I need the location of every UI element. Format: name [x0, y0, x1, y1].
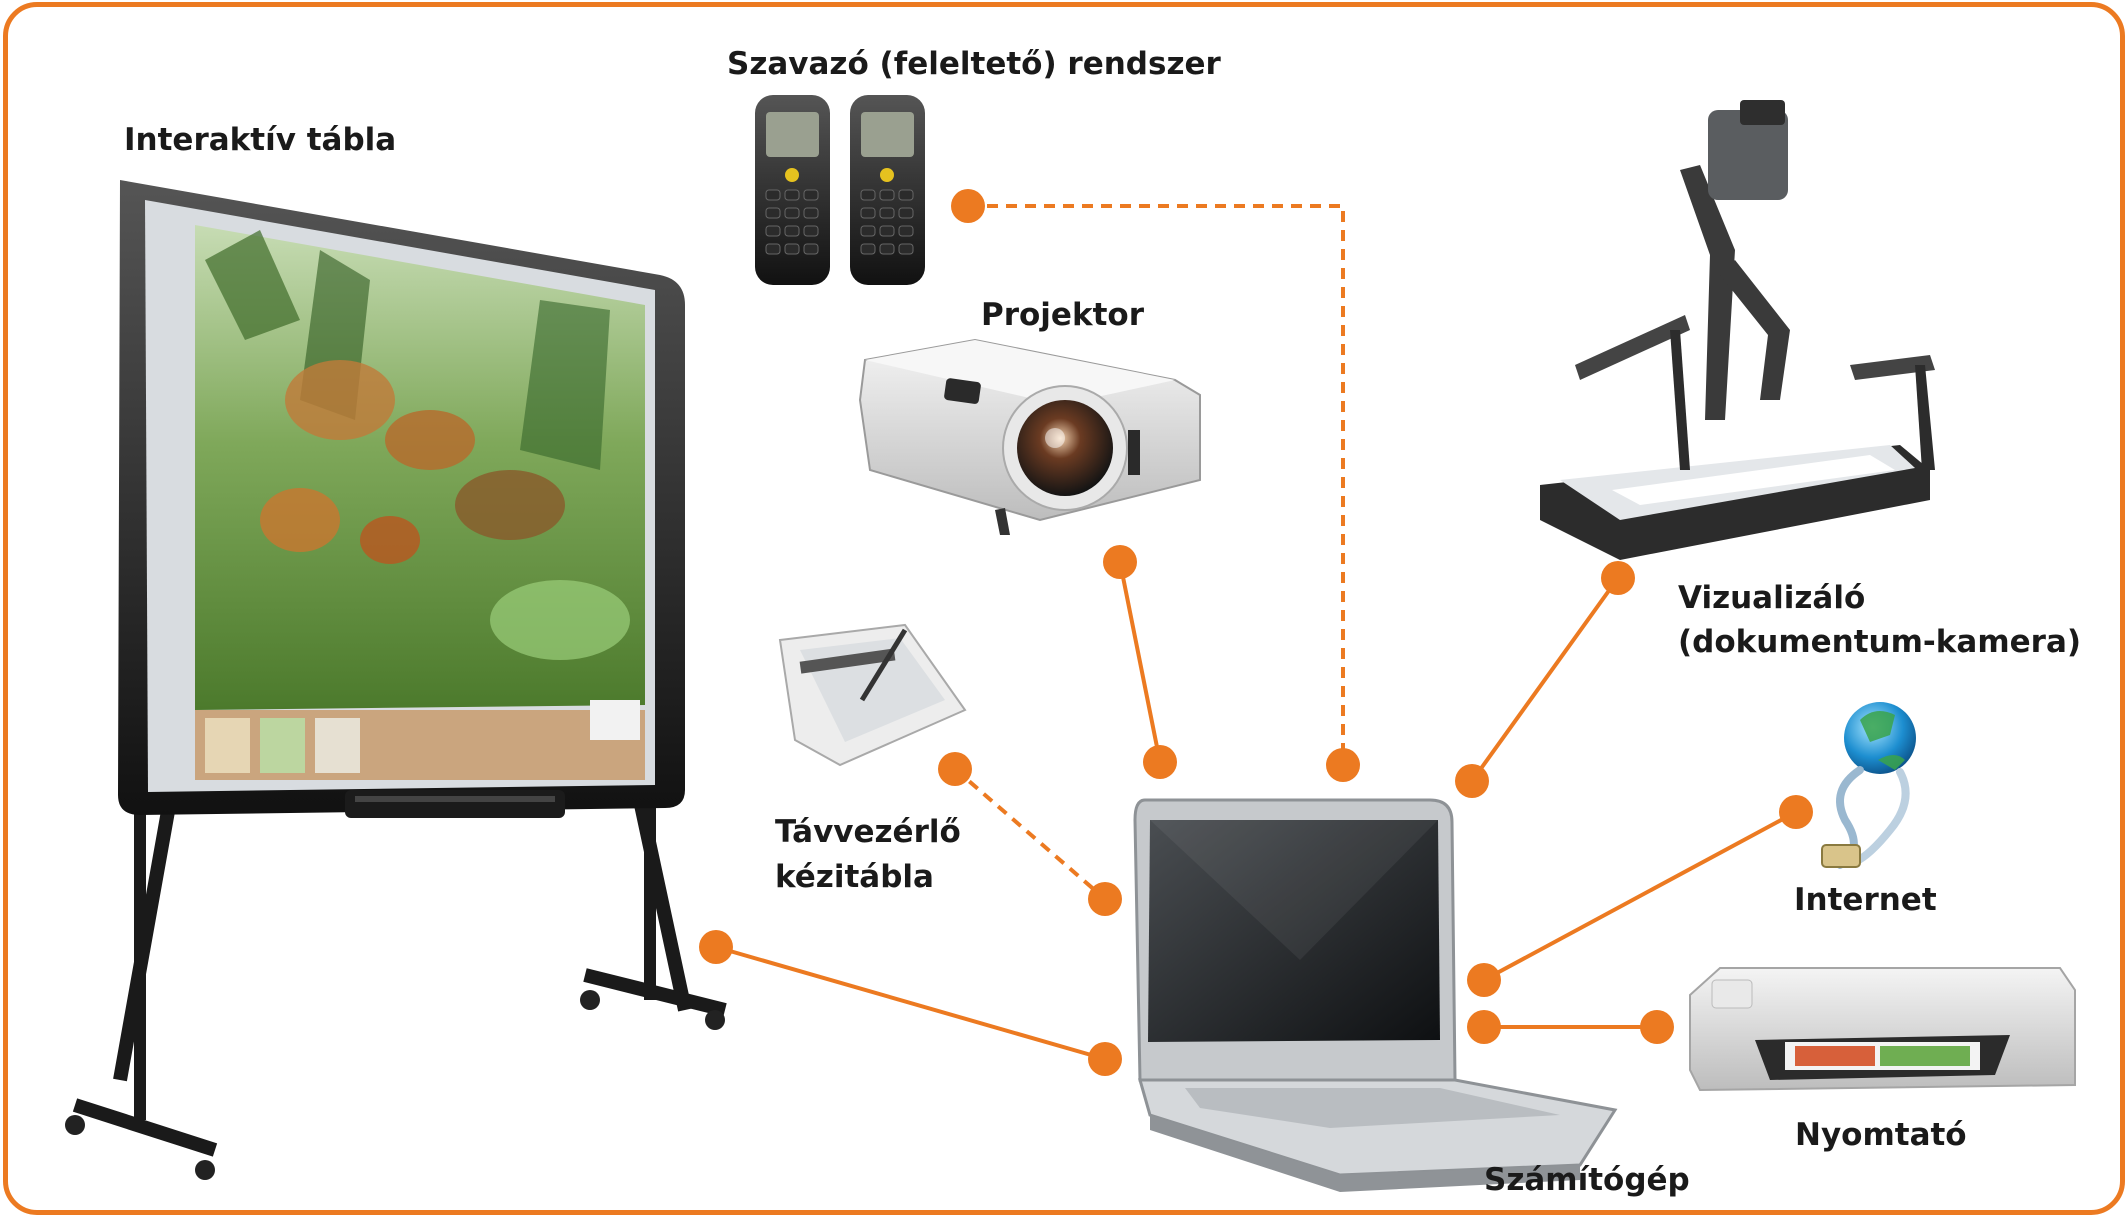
- whiteboard-connection-line: [715, 945, 1106, 1061]
- connection-dot: [699, 930, 733, 964]
- connection-dot: [1467, 1010, 1501, 1044]
- label-internet: Internet: [1794, 882, 1937, 918]
- connection-dot: [1455, 764, 1489, 798]
- label-visualizer-line1: Vizualizáló: [1678, 580, 1866, 616]
- connection-dot: [1601, 561, 1635, 595]
- connection-dot: [938, 752, 972, 786]
- label-remote-tablet-line2: kézitábla: [775, 859, 934, 895]
- label-printer: Nyomtató: [1795, 1117, 1967, 1153]
- tablet-connection-line: [953, 767, 1107, 901]
- projector-icon: [858, 338, 1201, 535]
- graphics-tablet-icon: [778, 623, 967, 767]
- visualizer-connection-line: [1470, 576, 1620, 783]
- connection-dot: [1779, 795, 1813, 829]
- connection-dot: [1640, 1010, 1674, 1044]
- printer-icon: [1689, 967, 2076, 1092]
- label-computer: Számítógép: [1484, 1162, 1690, 1198]
- connection-dot: [1467, 963, 1501, 997]
- voting-connection-line: [968, 204, 1345, 765]
- label-visualizer-line2: (dokumentum-kamera): [1678, 624, 2082, 660]
- interactive-whiteboard-icon: [65, 180, 727, 1180]
- connection-dot: [1088, 882, 1122, 916]
- connection-dot: [951, 189, 985, 223]
- voting-remote-icon: [755, 95, 925, 285]
- connection-lines: [715, 204, 1797, 1061]
- connection-dot: [1143, 745, 1177, 779]
- laptop-icon: [1133, 798, 1618, 1192]
- label-projector: Projektor: [981, 297, 1144, 333]
- connection-dot: [1326, 748, 1360, 782]
- globe-internet-icon: [1821, 702, 1916, 869]
- projector-connection-line: [1118, 561, 1162, 763]
- connection-dots: [699, 189, 1813, 1076]
- connection-dot: [1088, 1042, 1122, 1076]
- label-remote-tablet-line1: Távvezérlő: [775, 814, 961, 850]
- internet-connection-line: [1483, 810, 1797, 982]
- label-voting-system: Szavazó (feleltető) rendszer: [727, 46, 1221, 82]
- connection-dot: [1103, 545, 1137, 579]
- document-camera-icon: [1540, 100, 1935, 560]
- label-interactive-board: Interaktív tábla: [124, 122, 397, 158]
